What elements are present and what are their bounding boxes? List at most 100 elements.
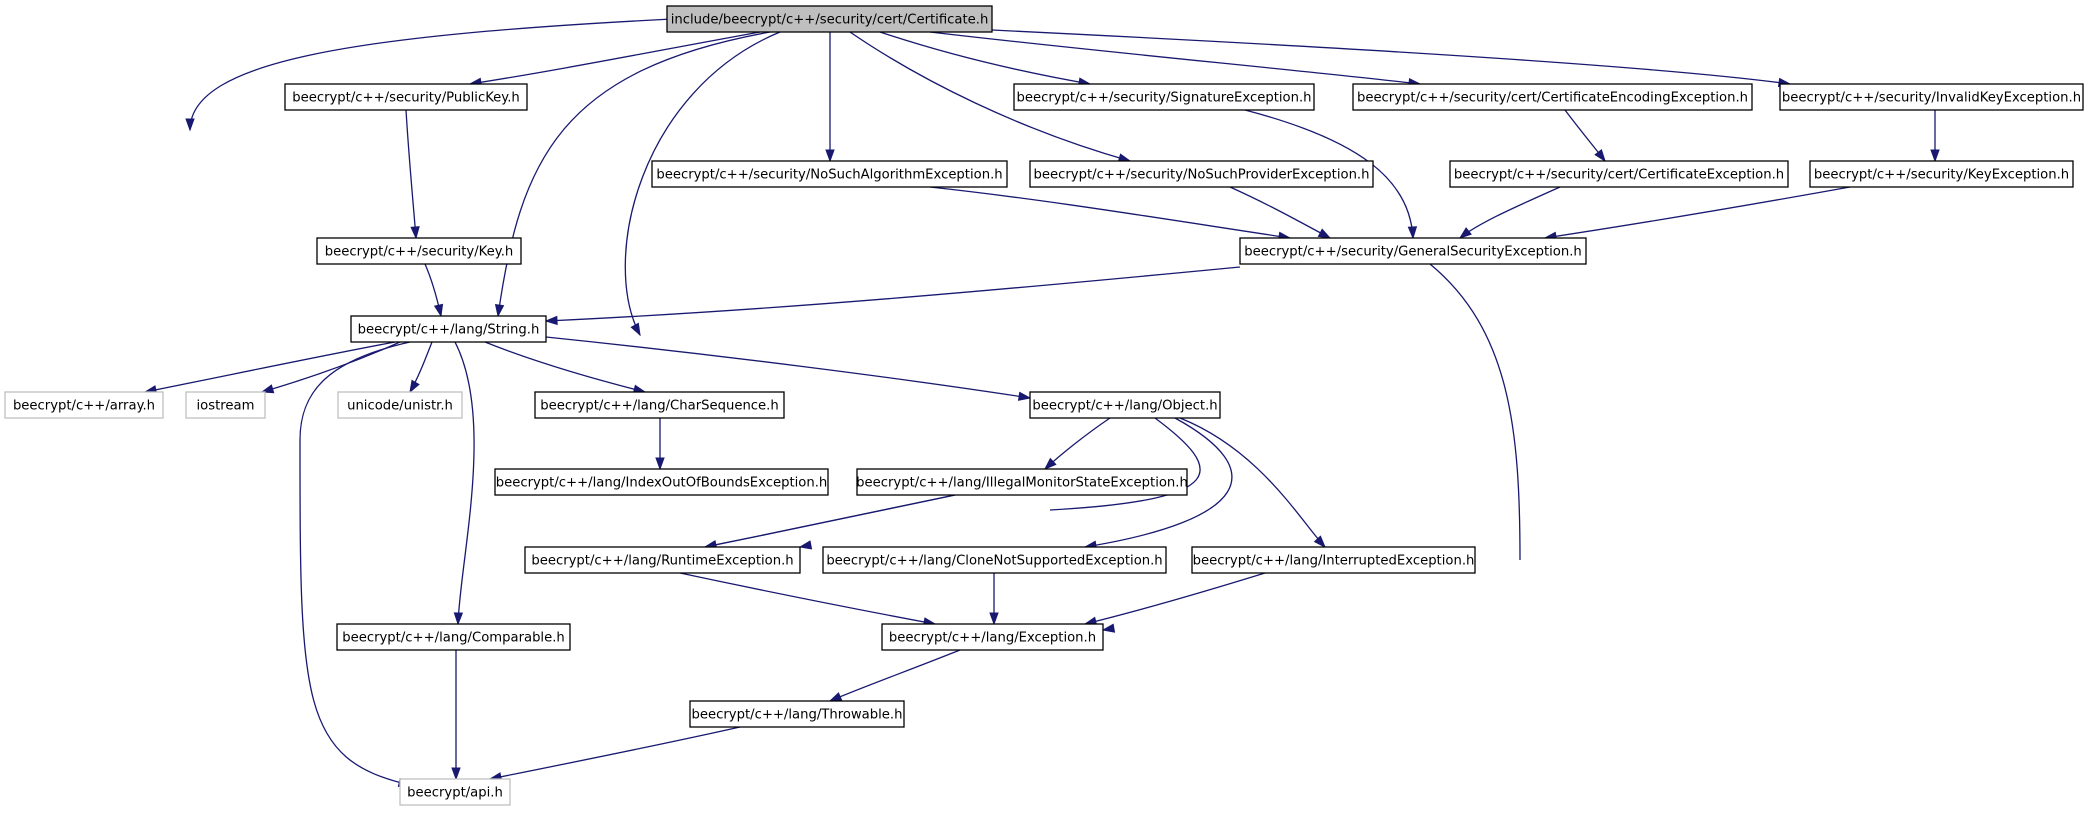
edge-string-to-charseq: [484, 341, 646, 393]
arrowhead-string-to-comparable: [453, 612, 464, 626]
arrowhead-clone-to-exception: [989, 612, 999, 626]
node-box-certenc: [1352, 83, 1753, 111]
node-iostream: iostream: [185, 391, 266, 419]
node-clone[interactable]: beecrypt/c++/lang/CloneNotSupportedExcep…: [822, 546, 1167, 574]
node-label-certenc: beecrypt/c++/security/cert/CertificateEn…: [1357, 91, 1748, 106]
edge-pubkey-to-key: [405, 109, 417, 239]
node-label-gensec: beecrypt/c++/security/GeneralSecurityExc…: [1244, 245, 1582, 260]
node-label-nsalg: beecrypt/c++/security/NoSuchAlgorithmExc…: [656, 168, 1002, 183]
node-box-invkey: [1779, 83, 2084, 111]
arrowhead-key-to-string: [433, 303, 444, 318]
arrowhead-gensec-to-exception: [1101, 623, 1116, 633]
node-runtime[interactable]: beecrypt/c++/lang/RuntimeException.h: [524, 546, 801, 574]
node-sigexc[interactable]: beecrypt/c++/security/SignatureException…: [1013, 83, 1315, 111]
arrowhead-cert-to-string: [494, 303, 505, 318]
node-comparable[interactable]: beecrypt/c++/lang/Comparable.h: [336, 623, 571, 651]
node-label-cert: include/beecrypt/c++/security/cert/Certi…: [671, 13, 989, 28]
edge-object-to-runtime: [1049, 417, 1201, 511]
edge-illmon-to-runtime: [704, 494, 956, 548]
edge-interrupted-to-exception: [1084, 572, 1266, 625]
node-exception[interactable]: beecrypt/c++/lang/Exception.h: [881, 623, 1104, 651]
node-box-illmon: [856, 468, 1188, 496]
edge-object-to-clone: [1084, 417, 1233, 548]
node-box-iostream: [185, 391, 266, 419]
arrowhead-cert-to-object: [630, 322, 641, 337]
node-label-comparable: beecrypt/c++/lang/Comparable.h: [342, 631, 565, 646]
edge-gensec-to-string: [545, 266, 1241, 322]
node-box-nsalg: [651, 160, 1008, 188]
node-certenc[interactable]: beecrypt/c++/security/cert/CertificateEn…: [1352, 83, 1753, 111]
edge-string-to-iostream: [261, 341, 401, 393]
node-box-pubkey: [284, 83, 528, 111]
node-label-object: beecrypt/c++/lang/Object.h: [1032, 399, 1217, 414]
arrowhead-pubkey-to-key: [410, 226, 420, 240]
edge-string-to-api: [299, 341, 411, 786]
node-box-array: [4, 391, 164, 419]
node-keyexc[interactable]: beecrypt/c++/security/KeyException.h: [1809, 160, 2074, 188]
node-ioob[interactable]: beecrypt/c++/lang/IndexOutOfBoundsExcept…: [494, 468, 829, 496]
arrowhead-cert-to-nsalg: [825, 149, 835, 163]
edge-keyexc-to-gensec: [1544, 186, 1851, 239]
node-key[interactable]: beecrypt/c++/security/Key.h: [316, 237, 522, 265]
node-box-throwable: [689, 700, 905, 728]
arrowhead-certenc-to-certexc: [1594, 149, 1606, 163]
edge-cert-to-invkey: [991, 29, 1791, 85]
edge-gensec-to-exception: [1429, 263, 1521, 561]
arrowhead-invkey-to-keyexc: [1930, 149, 1940, 163]
node-box-runtime: [524, 546, 801, 574]
node-box-cert: [666, 5, 993, 33]
edge-cert-to-pubkey: [469, 31, 761, 85]
node-nsalg[interactable]: beecrypt/c++/security/NoSuchAlgorithmExc…: [651, 160, 1008, 188]
arrowhead-object-to-interrupted: [1313, 535, 1326, 549]
node-cert[interactable]: include/beecrypt/c++/security/cert/Certi…: [666, 5, 993, 33]
node-box-sigexc: [1013, 83, 1315, 111]
node-label-api: beecrypt/api.h: [407, 786, 503, 801]
node-charseq[interactable]: beecrypt/c++/lang/CharSequence.h: [534, 391, 785, 419]
edge-throwable-to-api: [489, 726, 741, 780]
edge-cert-to-certenc: [929, 31, 1421, 85]
node-illmon[interactable]: beecrypt/c++/lang/IllegalMonitorStateExc…: [856, 468, 1188, 496]
node-object[interactable]: beecrypt/c++/lang/Object.h: [1029, 391, 1221, 419]
node-box-interrupted: [1191, 546, 1476, 574]
arrowhead-string-to-unistr: [409, 379, 420, 394]
node-box-nsprov: [1029, 160, 1374, 188]
node-gensec[interactable]: beecrypt/c++/security/GeneralSecurityExc…: [1239, 237, 1587, 265]
node-box-string: [350, 315, 547, 343]
node-box-gensec: [1239, 237, 1587, 265]
arrowhead-cert-to-array: [185, 118, 195, 132]
arrowhead-charseq-to-ioob: [655, 457, 665, 471]
arrowhead-comparable-to-api: [451, 767, 461, 781]
node-label-unistr: unicode/unistr.h: [347, 399, 453, 414]
arrowhead-sigexc-to-gensec: [1407, 226, 1418, 240]
node-label-pubkey: beecrypt/c++/security/PublicKey.h: [292, 91, 520, 106]
node-box-keyexc: [1809, 160, 2074, 188]
node-box-comparable: [336, 623, 571, 651]
arrowhead-gensec-to-string: [544, 315, 558, 326]
node-label-exception: beecrypt/c++/lang/Exception.h: [889, 631, 1096, 646]
node-certexc[interactable]: beecrypt/c++/security/cert/CertificateEx…: [1449, 160, 1789, 188]
edge-string-to-array: [144, 341, 396, 393]
node-label-key: beecrypt/c++/security/Key.h: [325, 245, 514, 260]
node-throwable[interactable]: beecrypt/c++/lang/Throwable.h: [689, 700, 905, 728]
node-box-unistr: [337, 391, 463, 419]
node-label-charseq: beecrypt/c++/lang/CharSequence.h: [540, 399, 778, 414]
node-label-array: beecrypt/c++/array.h: [13, 399, 155, 414]
node-label-keyexc: beecrypt/c++/security/KeyException.h: [1814, 168, 2069, 183]
node-invkey[interactable]: beecrypt/c++/security/InvalidKeyExceptio…: [1779, 83, 2084, 111]
node-string[interactable]: beecrypt/c++/lang/String.h: [350, 315, 547, 343]
node-nsprov[interactable]: beecrypt/c++/security/NoSuchProviderExce…: [1029, 160, 1374, 188]
arrowhead-nsprov-to-gensec: [1317, 228, 1332, 239]
node-interrupted[interactable]: beecrypt/c++/lang/InterruptedException.h: [1191, 546, 1476, 574]
edge-object-to-illmon: [1044, 417, 1111, 470]
node-label-nsprov: beecrypt/c++/security/NoSuchProviderExce…: [1034, 168, 1370, 183]
edge-certexc-to-gensec: [1459, 186, 1561, 239]
node-box-clone: [822, 546, 1167, 574]
arrowhead-exception-to-throwable: [828, 692, 843, 702]
edge-nsalg-to-gensec: [929, 186, 1291, 239]
node-unistr: unicode/unistr.h: [337, 391, 463, 419]
edge-cert-to-array: [189, 18, 673, 131]
node-api: beecrypt/api.h: [399, 778, 511, 806]
node-pubkey[interactable]: beecrypt/c++/security/PublicKey.h: [284, 83, 528, 111]
node-label-iostream: iostream: [197, 399, 255, 414]
